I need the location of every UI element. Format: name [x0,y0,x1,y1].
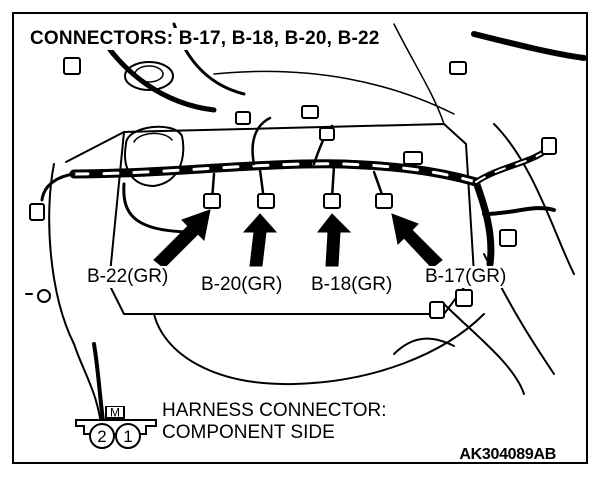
connector-body [63,57,81,75]
engine-harness-illustration [25,22,586,446]
connector-body [323,193,341,209]
legend-line-2: COMPONENT SIDE [162,422,335,443]
harness-right-lower [482,206,556,216]
harness-left-branch [40,172,76,202]
engine-lower-contour-2 [393,337,455,355]
top-right-curve [213,70,455,115]
top-right-hose [471,31,586,61]
harness-right-down [472,178,495,268]
main-harness-stripe [72,162,478,184]
arrow-b22 [153,209,211,269]
left-housing-2 [65,131,125,163]
connector-body [319,127,335,141]
connector-body [301,105,319,119]
arrow-b20 [242,213,278,267]
connector-body [375,193,393,209]
connector-body [499,229,517,247]
connector-tag: M [110,406,120,420]
top-right-line [393,23,445,125]
connector-body [455,289,473,307]
label-b20: B-20(GR) [200,274,284,296]
diagram-frame: CONNECTORS: B-17, B-18, B-20, B-22 B-22(… [12,12,588,464]
right-body [493,123,575,275]
connector-body [257,193,275,209]
grommet-inner [134,65,164,83]
connector-body [541,137,557,155]
engine-lower-contour [153,313,485,386]
bolt [37,289,51,303]
label-b18: B-18(GR) [310,274,394,296]
pin-2: 2 [97,427,106,446]
harness-connector-icon: M 2 1 [75,406,157,449]
label-b22: B-22(GR) [86,266,170,288]
left-housing [48,163,103,435]
right-body-3 [443,303,525,395]
diagram-title: CONNECTORS: B-17, B-18, B-20, B-22 [28,28,382,50]
legend-line-1: HARNESS CONNECTOR: [162,400,387,421]
connector-body [449,61,467,75]
arrow-b18 [316,213,352,267]
pin-1: 1 [123,427,132,446]
arrow-b17 [391,213,443,269]
connector-body [235,111,251,125]
figure-id: AK304089AB [459,446,556,463]
connector-body [29,203,45,221]
connector-body [403,151,423,165]
connector-body [429,301,445,319]
connector-body [203,193,221,209]
harness-lower-branch [122,182,196,234]
grommet [124,61,174,91]
oil-filler-cap [124,125,185,187]
label-b17: B-17(GR) [424,266,508,288]
